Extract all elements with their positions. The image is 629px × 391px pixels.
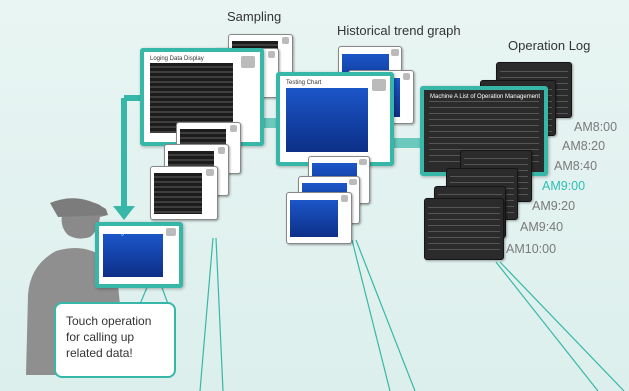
- handheld-device-screen: Testing Chart: [95, 222, 183, 288]
- arrow-head: [113, 206, 135, 220]
- callout-line-2: for calling up: [66, 330, 135, 344]
- time-2: AM8:40: [554, 159, 598, 173]
- callout-lines: [139, 237, 625, 391]
- time-3-highlight: AM9:00: [542, 179, 586, 193]
- link-bar-1: [262, 118, 284, 128]
- time-0: AM8:00: [574, 120, 618, 134]
- trend-screen-title: Testing Chart: [286, 80, 322, 86]
- label-operation-log: Operation Log: [508, 38, 591, 53]
- oplog-screen-stack-4: [424, 198, 504, 260]
- sampling-screen-title: Loging Data Display: [150, 56, 204, 62]
- callout-line-3: related data!: [66, 346, 133, 360]
- sampling-screen-stack-3: [150, 166, 218, 220]
- time-4: AM9:20: [532, 199, 576, 213]
- time-6: AM10:00: [506, 242, 557, 256]
- handheld-title: Testing Chart: [105, 230, 141, 236]
- label-historical-trend: Historical trend graph: [337, 23, 461, 38]
- oplog-screen-title: Machine A List of Operation Management: [430, 94, 541, 100]
- time-1: AM8:20: [562, 139, 606, 153]
- callout-line-1: Touch operation: [66, 314, 152, 328]
- trend-screen-stack-3: [286, 192, 352, 244]
- time-5: AM9:40: [520, 220, 564, 234]
- touch-operation-callout: Touch operation for calling up related d…: [54, 302, 176, 378]
- trend-screen-front: Testing Chart: [276, 72, 394, 166]
- label-sampling: Sampling: [227, 9, 282, 24]
- link-bar-2: [394, 138, 428, 148]
